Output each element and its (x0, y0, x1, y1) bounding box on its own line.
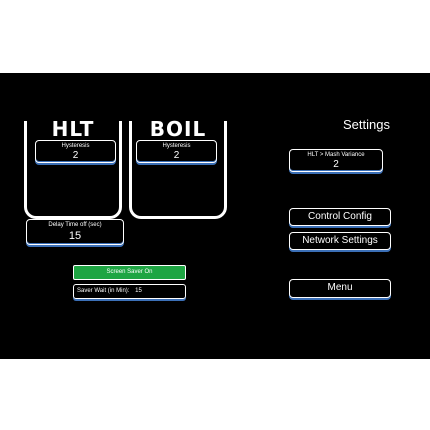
mash-variance-label: HLT > Mash Variance (307, 152, 365, 158)
boil-title: BOIL (149, 117, 207, 141)
saver-wait-field[interactable]: Saver Wait (in Min): 15 (73, 284, 186, 299)
hlt-hysteresis-label: Hysteresis (61, 143, 90, 149)
delay-time-value: 15 (68, 230, 82, 242)
menu-button[interactable]: Menu (289, 279, 391, 298)
delay-time-field[interactable]: Delay Time off (sec) 15 (26, 219, 124, 245)
boil-hysteresis-value: 2 (173, 150, 180, 161)
hlt-tank-outline (24, 121, 122, 219)
boil-hysteresis-field[interactable]: Hysteresis 2 (136, 140, 217, 163)
hlt-title: HLT (51, 117, 95, 141)
screen-saver-toggle[interactable]: Screen Saver On (73, 265, 186, 280)
saver-wait-label: Saver Wait (in Min): (77, 288, 130, 294)
mash-variance-field[interactable]: HLT > Mash Variance 2 (289, 149, 383, 172)
boil-tank-outline (129, 121, 227, 219)
saver-wait-value: 15 (135, 288, 142, 294)
network-settings-button[interactable]: Network Settings (289, 232, 391, 250)
device-screen: HLT Hysteresis 2 BOIL Hysteresis 2 Delay… (0, 73, 430, 359)
control-config-button[interactable]: Control Config (289, 208, 391, 226)
hlt-hysteresis-field[interactable]: Hysteresis 2 (35, 140, 116, 163)
boil-hysteresis-label: Hysteresis (162, 143, 191, 149)
settings-title: Settings (343, 117, 390, 132)
delay-time-label: Delay Time off (sec) (48, 222, 102, 228)
hlt-hysteresis-value: 2 (72, 150, 79, 161)
mash-variance-value: 2 (333, 159, 339, 170)
